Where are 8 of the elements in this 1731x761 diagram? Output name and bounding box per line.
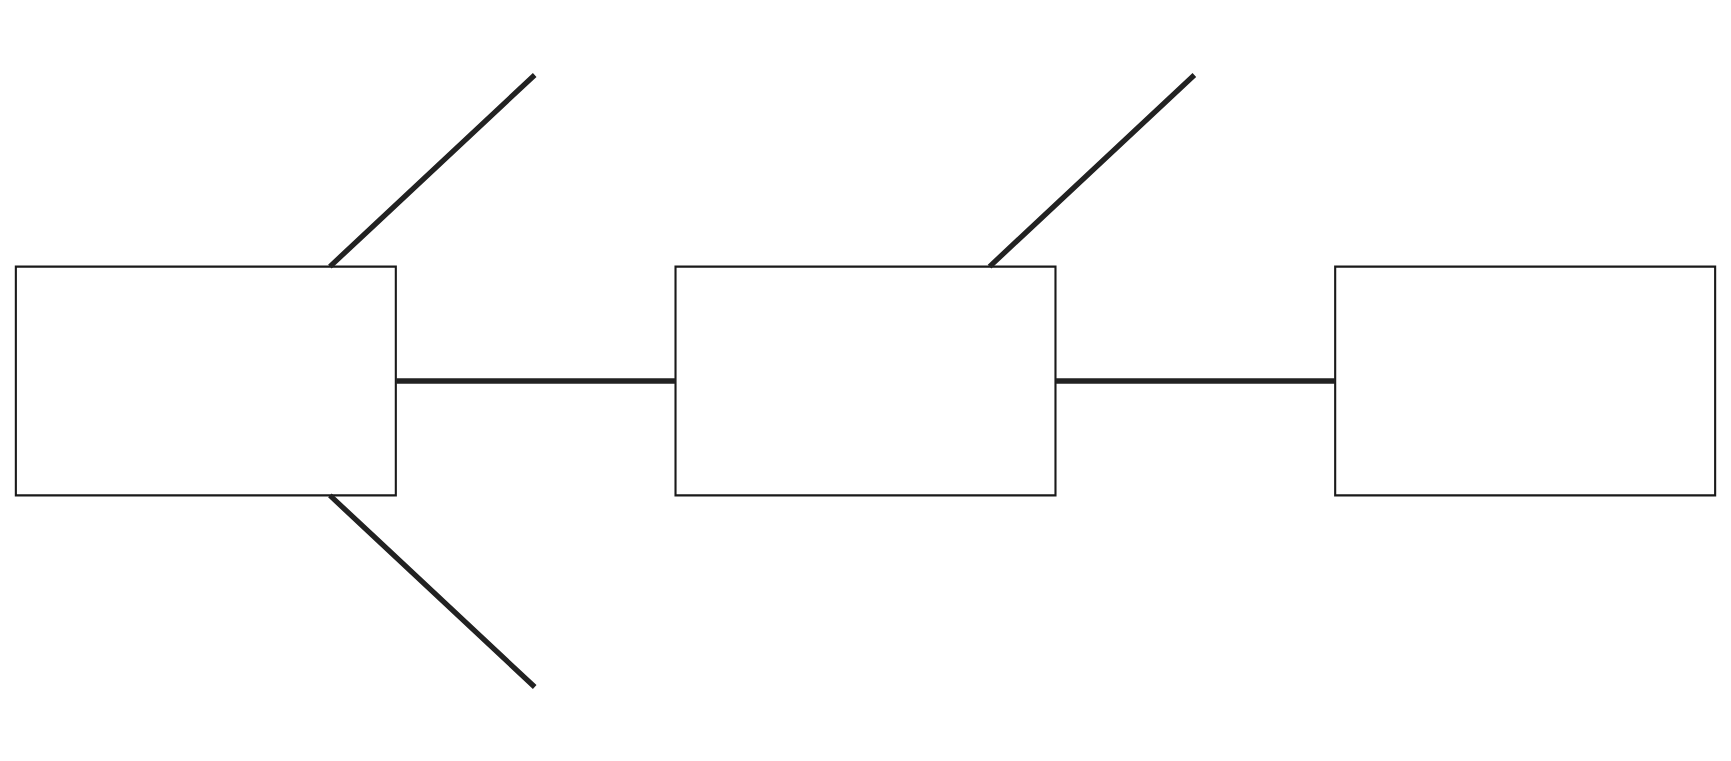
connector [328,493,537,689]
connector [987,72,1197,268]
connector [328,72,537,268]
node-box [1334,265,1717,496]
connector [1055,377,1336,384]
node-box [14,265,397,496]
node-box [674,265,1057,496]
connector [396,377,676,384]
